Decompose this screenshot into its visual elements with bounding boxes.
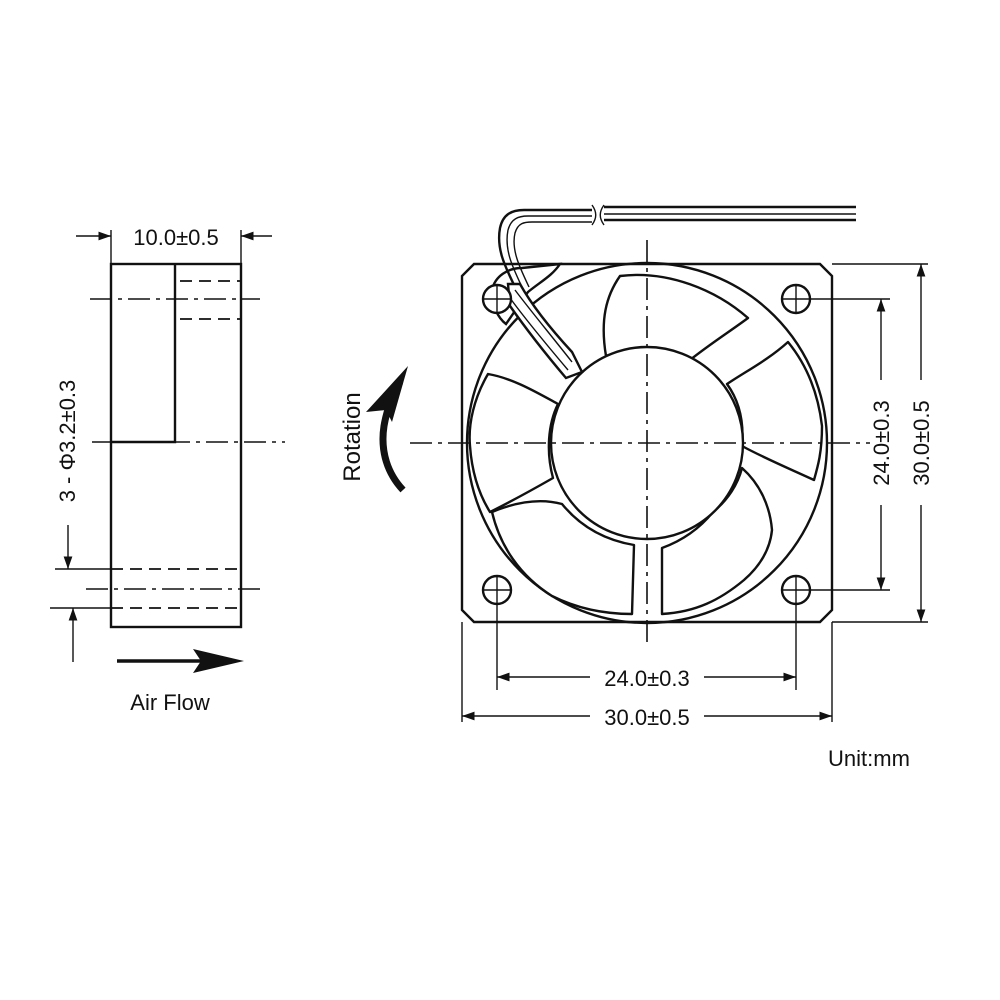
overall-width: 30.0±0.5 [604, 705, 689, 730]
cable [497, 208, 592, 288]
side-view-hub-step [111, 264, 177, 444]
hole-diameter-dimension: 3 - Φ3.2±0.3 [55, 380, 80, 503]
overall-height: 30.0±0.5 [909, 400, 934, 485]
airflow-arrow-icon [193, 649, 244, 673]
fan-blade [660, 466, 774, 616]
cable-wire [513, 221, 592, 288]
cable-break-mark [591, 204, 597, 226]
rotation-arrowhead [366, 366, 408, 422]
cable-wire [514, 289, 573, 363]
fan-blade [602, 273, 750, 362]
cable-to-hub [506, 282, 584, 380]
fan-frame [460, 262, 834, 624]
hole-spacing-vertical: 24.0±0.3 [869, 400, 894, 485]
fan-blade [490, 499, 636, 616]
hole-spacing-horizontal: 24.0±0.3 [604, 666, 689, 691]
front-view: Rotation 24.0±0.3 30.0±0.5 24.0±0.3 30.0… [339, 204, 934, 730]
rotation-label: Rotation [339, 392, 366, 481]
unit-label: Unit:mm [828, 746, 910, 771]
cable-break-mark [599, 204, 605, 226]
cable-wire [509, 297, 569, 371]
airflow-label: Air Flow [130, 690, 210, 715]
fan-blade [468, 372, 560, 514]
side-width-dimension: 10.0±0.5 [133, 225, 218, 250]
side-view: 10.0±0.5 3 - Φ3.2±0.3 Air Flow [50, 225, 285, 715]
